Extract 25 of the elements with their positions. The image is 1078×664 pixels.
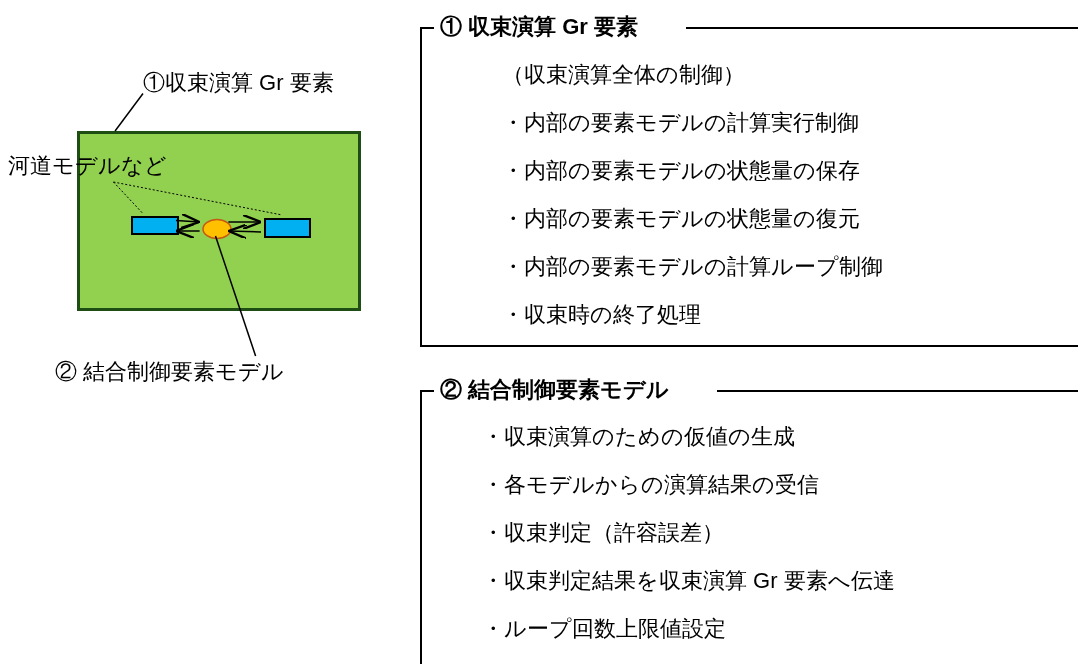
arrow [175,213,201,230]
arrow [227,223,262,240]
list-item: ・内部の要素モデルの状態量の復元 [502,205,860,233]
leader-line [114,92,144,132]
list-item: ・収束判定結果を収束演算 Gr 要素へ伝達 [482,567,895,595]
model-box [131,216,179,235]
arrow [227,213,263,231]
callout-text: ② 結合制御要素モデル [55,356,285,388]
list-item: ・内部の要素モデルの計算ループ制御 [502,253,883,281]
arrow [174,222,201,240]
list-item: ・内部の要素モデルの計算実行制御 [502,109,859,137]
list-item: ・各モデルからの演算結果の受信 [482,471,819,499]
list-item: ・収束判定（許容誤差） [482,519,724,547]
callout-text: ①収束演算 Gr 要素 [143,68,334,98]
list-item: ・収束演算のための仮値の生成 [482,423,795,451]
list-item: （収束演算全体の制御） [502,61,745,89]
list-item: ・収束時の終了処理 [502,301,701,329]
control-ellipse [202,219,232,239]
list-item: ・内部の要素モデルの状態量の保存 [502,157,860,185]
dotted-leader-line [112,181,283,216]
model-box [264,218,311,238]
list-item: ・ループ回数上限値設定 [482,615,726,643]
dotted-leader-line [112,181,143,214]
leader-line [214,235,257,357]
group-box [77,131,361,311]
